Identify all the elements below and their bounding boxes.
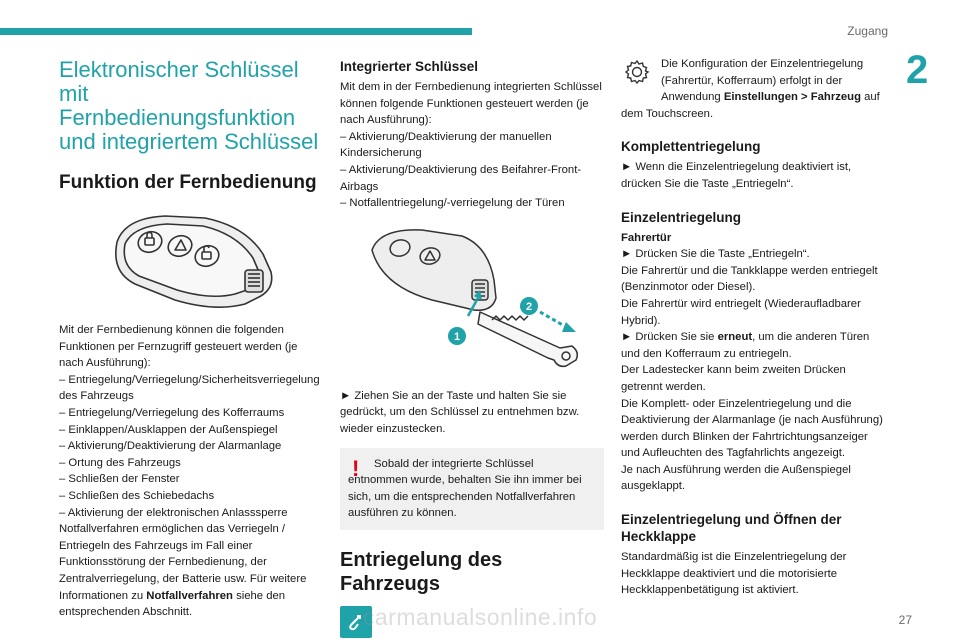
list-item: – Einklappen/Ausklappen der Außenspiegel xyxy=(59,423,278,436)
driver-door-text-7: Je nach Ausführung werden die Außenspieg… xyxy=(621,463,851,493)
heading-integrated-key: Integrierter Schlüssel xyxy=(340,59,479,74)
driver-door-text-6: Die Komplett- oder Einzelentriegelung un… xyxy=(621,397,883,460)
page-title: Elektronischer Schlüssel mit Fernbedienu… xyxy=(59,57,319,154)
driver-door-text-5: Der Ladestecker kann beim zweiten Drücke… xyxy=(621,364,846,393)
heading-full-unlock: Komplettentriegelung xyxy=(621,139,761,155)
callout-2: 2 xyxy=(526,301,532,313)
emergency-procedure-link: Notfallverfahren xyxy=(146,589,233,602)
column-3: Die Konfiguration der Einzelentriegelung… xyxy=(621,52,887,599)
key-extraction-instruction: ► Ziehen Sie an der Taste und halten Sie… xyxy=(340,389,580,435)
settings-path: Einstellungen > Fahrzeug xyxy=(723,91,861,104)
list-item: – Notfallentriegelung/-verriegelung der … xyxy=(340,197,565,210)
driver-door-step-4: ► Drücken Sie sie erneut, um die anderen… xyxy=(621,331,870,360)
driver-door-step-1: ► Drücken Sie die Taste „Entriegeln“. xyxy=(621,248,810,261)
list-item: – Aktivierung/Deaktivierung der Alarmanl… xyxy=(59,440,282,453)
chapter-number: 2 xyxy=(906,48,929,92)
key-extraction-illustration: 1 2 xyxy=(371,228,579,367)
key-fob-illustration xyxy=(115,215,273,308)
exclamation-icon: ! xyxy=(352,455,360,481)
list-item: – Entriegelung/Verriegelung des Kofferra… xyxy=(59,406,285,419)
warning-text: Sobald der integrierte Schlüssel entnomm… xyxy=(348,457,582,520)
list-item: – Ortung des Fahrzeugs xyxy=(59,456,181,469)
list-item: – Entriegelung/Verriegelung/Sicherheitsv… xyxy=(59,373,320,403)
config-note: Die Konfiguration der Einzelentriegelung… xyxy=(621,56,880,120)
heading-unlocking: Entriegelung des Fahrzeugs xyxy=(340,548,503,595)
list-item: – Aktivierung/Deaktivierung des Beifahre… xyxy=(340,163,582,193)
watermark: carmanualsonline.info xyxy=(362,604,598,630)
full-unlock-text: ► Wenn die Einzelentriegelung deaktivier… xyxy=(621,161,852,190)
tailgate-text: Standardmäßig ist die Einzelentriegelung… xyxy=(621,551,847,597)
driver-door-text-2: Die Fahrertür und die Tankklappe werden … xyxy=(621,264,878,294)
column-1: Elektronischer Schlüssel mit Fernbedienu… xyxy=(59,52,321,621)
driver-door-text-3: Die Fahrertür wird entriegelt (Wiederauf… xyxy=(621,297,861,327)
remote-function-list: – Entriegelung/Verriegelung/Sicherheitsv… xyxy=(59,372,321,521)
list-item: – Schließen der Fenster xyxy=(59,473,180,486)
heading-single-unlock: Einzelentriegelung xyxy=(621,209,742,225)
page-number: 27 xyxy=(898,613,912,627)
list-item: – Aktivierung der elektronischen Anlasss… xyxy=(59,506,288,519)
integrated-key-intro: Mit dem in der Fernbedienung integrierte… xyxy=(340,81,602,127)
emergency-procedure-note: Notfallverfahren ermöglichen das Verrieg… xyxy=(59,523,307,619)
list-item: – Schließen des Schiebedachs xyxy=(59,489,215,502)
warning-box: ! Sobald der integrierte Schlüssel entno… xyxy=(340,447,604,530)
list-item: – Aktivierung/Deaktivierung der manuelle… xyxy=(340,130,552,160)
heading-driver-door: Fahrertür xyxy=(621,231,672,244)
unlock-icon xyxy=(340,605,372,638)
section-name: Zugang xyxy=(847,24,888,38)
heading-remote-function: Funktion der Fernbedienung xyxy=(59,172,317,193)
heading-tailgate-unlock: Einzelentriegelung und Öffnen der Heckkl… xyxy=(621,512,842,545)
remote-intro: Mit der Fernbedienung können die folgend… xyxy=(59,324,298,370)
column-2: Integrierter Schlüssel Mit dem in der Fe… xyxy=(340,52,604,638)
header-accent-bar xyxy=(0,28,472,35)
callout-1: 1 xyxy=(454,331,460,343)
gear-icon xyxy=(621,56,653,88)
